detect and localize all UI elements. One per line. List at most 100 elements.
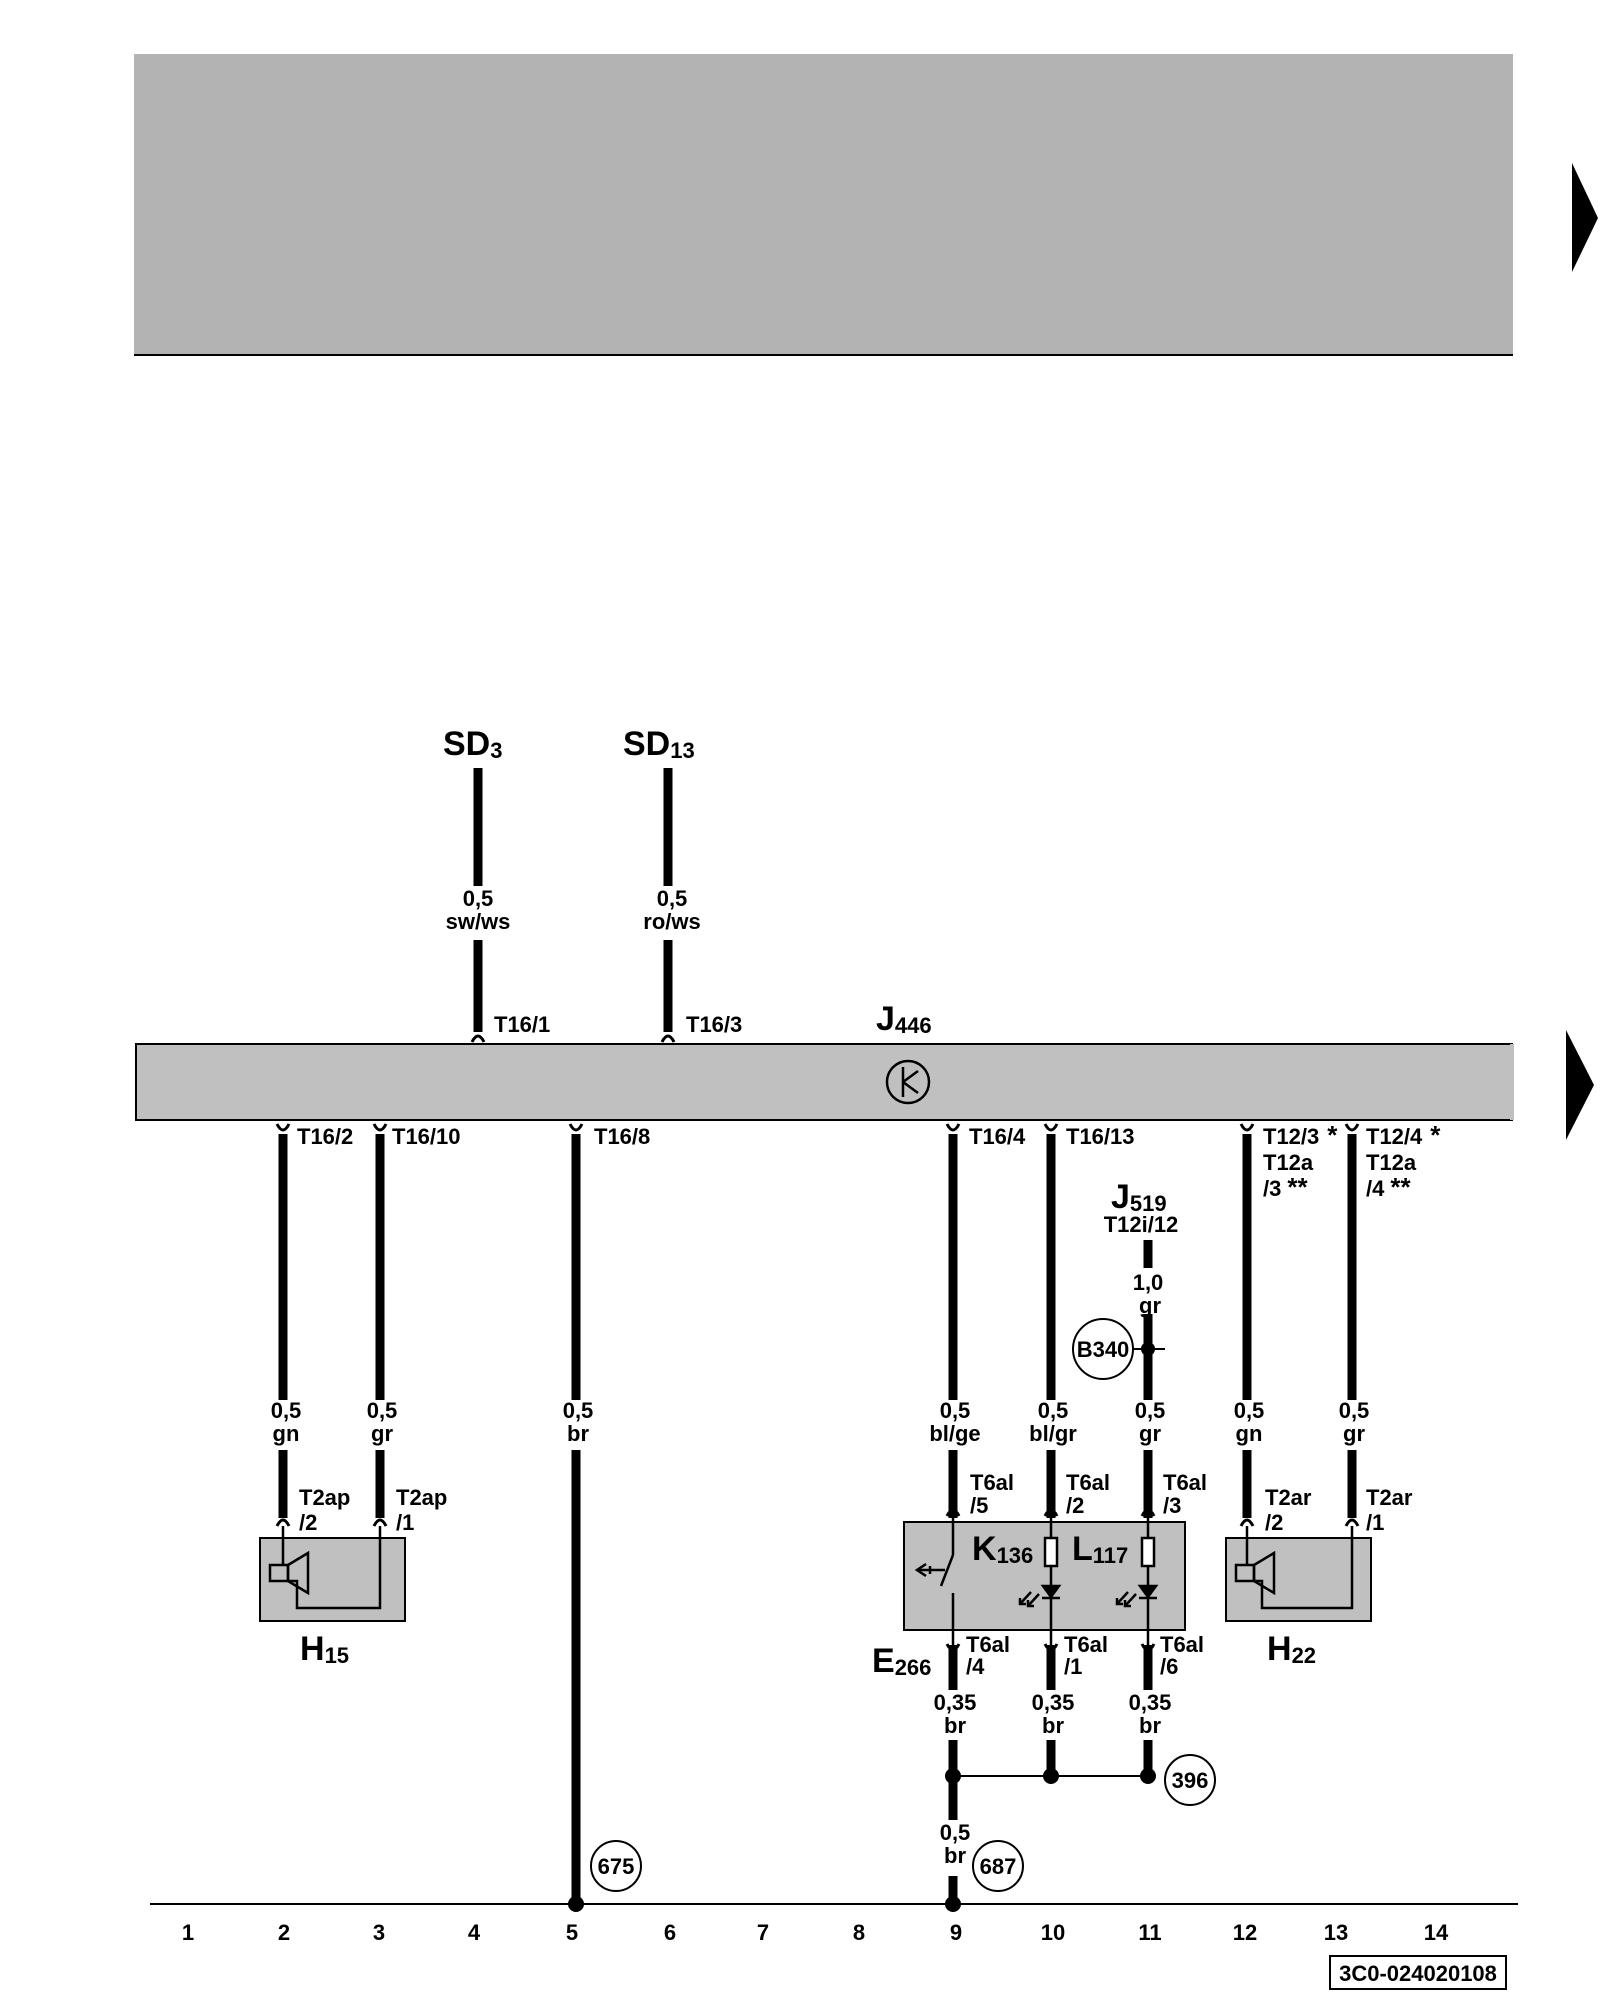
track-number: 11 (1138, 1920, 1161, 1945)
pin-label: T16/2 (297, 1124, 353, 1149)
reference-box (1329, 1955, 1507, 1990)
track-number: 2 (278, 1920, 290, 1945)
j446-label: J446 (876, 1000, 932, 1038)
wire-size: 0,5 (271, 1398, 302, 1423)
ground-label: 675 (598, 1854, 635, 1879)
connection-label: B340 (1077, 1337, 1130, 1362)
k136-label: K136 (972, 1530, 1033, 1568)
wire-size: 0,5 (463, 886, 494, 911)
pin-label: /3** (1263, 1172, 1308, 1202)
pin-label: T12a (1263, 1150, 1314, 1175)
ground-point-687[interactable] (972, 1840, 1024, 1892)
pin-label: T16/1 (494, 1012, 550, 1037)
wire-color: bl/gr (1029, 1421, 1077, 1446)
pin-label: T16/4 (969, 1124, 1026, 1149)
park-assist-icon (885, 1059, 931, 1105)
l117-label: L117 (1072, 1530, 1128, 1568)
track-number: 10 (1041, 1920, 1065, 1945)
pin-label: T6al (1066, 1470, 1110, 1495)
pin-label: T12/4* (1366, 1120, 1441, 1150)
pin-label: T2ar (1366, 1485, 1413, 1510)
pin-label: /4** (1366, 1172, 1411, 1202)
pin-label: T12i/12 (1104, 1212, 1179, 1237)
wire-color: gr (1139, 1293, 1161, 1318)
next-page-arrow-icon[interactable] (1572, 163, 1598, 272)
track-numbers: 1 2 3 4 5 6 7 8 9 10 11 12 13 14 (182, 1920, 1449, 1945)
sd13-label: SD13 (623, 725, 695, 763)
wire-color: gn (273, 1421, 300, 1446)
pin-label: T16/3 (686, 1012, 742, 1037)
junction-dot (568, 1896, 584, 1912)
pin-label: /2 (299, 1510, 317, 1535)
pin-label: T2ap (396, 1485, 447, 1510)
wire-size: 0,35 (934, 1690, 977, 1715)
switch-icon (914, 1518, 955, 1645)
pin-label: /2 (1265, 1510, 1283, 1535)
wire-size: 0,5 (940, 1820, 971, 1845)
header-band (134, 54, 1513, 355)
track-number: 1 (182, 1920, 194, 1945)
component-pins (275, 1508, 1360, 1652)
track-number: 6 (664, 1920, 676, 1945)
j519-label: J519 (1111, 1178, 1167, 1216)
track-number: 13 (1324, 1920, 1348, 1945)
track-number: 9 (950, 1920, 962, 1945)
h15-label: H15 (300, 1630, 349, 1668)
ground-point-675[interactable] (590, 1840, 642, 1892)
sd3-label: SD3 (443, 725, 502, 763)
wires (278, 1134, 1357, 1904)
wire-color: gr (1139, 1421, 1161, 1446)
pin-label: /2 (1066, 1493, 1084, 1518)
reference-number: 3C0-024020108 (1339, 1961, 1497, 1986)
junction-dot (945, 1896, 961, 1912)
track-number: 8 (853, 1920, 865, 1945)
ground-label: 687 (980, 1854, 1017, 1879)
pin-label: /4 (966, 1654, 985, 1679)
j446-pins (275, 1123, 1360, 1132)
track-number: 12 (1233, 1920, 1257, 1945)
pin-connector-icon (470, 1034, 486, 1043)
pin-connector-icon (660, 1034, 676, 1043)
wire-color: br (944, 1843, 966, 1868)
pin-label: /1 (1064, 1654, 1082, 1679)
wire-size: 0,5 (1038, 1398, 1069, 1423)
led-icon (1115, 1518, 1159, 1645)
track-number: 3 (373, 1920, 385, 1945)
pin-label: /1 (1366, 1510, 1384, 1535)
pin-label: T2ar (1265, 1485, 1312, 1510)
pin-label: T6al (1160, 1632, 1204, 1657)
wire-size: 0,5 (1135, 1398, 1166, 1423)
junction-dot (945, 1768, 961, 1784)
pin-label: /1 (396, 1510, 414, 1535)
pin-label: T16/8 (594, 1124, 650, 1149)
wire-size: 1,0 (1133, 1270, 1164, 1295)
wire-size: 0,5 (367, 1398, 398, 1423)
h22-label: H22 (1267, 1630, 1316, 1668)
pin-label: /6 (1160, 1654, 1178, 1679)
wire-color: br (1139, 1713, 1161, 1738)
pin-label: T6al (966, 1632, 1010, 1657)
pin-label: T2ap (299, 1485, 350, 1510)
pin-label: T16/10 (392, 1124, 461, 1149)
junction-dot (1140, 1768, 1156, 1784)
wire-color: gr (1343, 1421, 1365, 1446)
pin-label: T12a (1366, 1150, 1417, 1175)
wire-size: 0,5 (563, 1398, 594, 1423)
wire-color: ro/ws (643, 909, 700, 934)
speaker-icon (1234, 1526, 1354, 1610)
track-number: 4 (468, 1920, 481, 1945)
wire-color: bl/ge (929, 1421, 980, 1446)
junction-dot (1043, 1768, 1059, 1784)
next-page-arrow-icon[interactable] (1566, 1030, 1594, 1140)
track-number: 14 (1424, 1920, 1449, 1945)
track-number: 7 (757, 1920, 769, 1945)
wire-color: gr (371, 1421, 393, 1446)
pin-label: T6al (1163, 1470, 1207, 1495)
wire-size: 0,35 (1032, 1690, 1075, 1715)
pin-label: T6al (1064, 1632, 1108, 1657)
speaker-icon (268, 1526, 382, 1610)
ground-point-396[interactable] (1164, 1754, 1216, 1806)
wire-size: 0,35 (1129, 1690, 1172, 1715)
control-unit-j446[interactable] (135, 1043, 1513, 1121)
